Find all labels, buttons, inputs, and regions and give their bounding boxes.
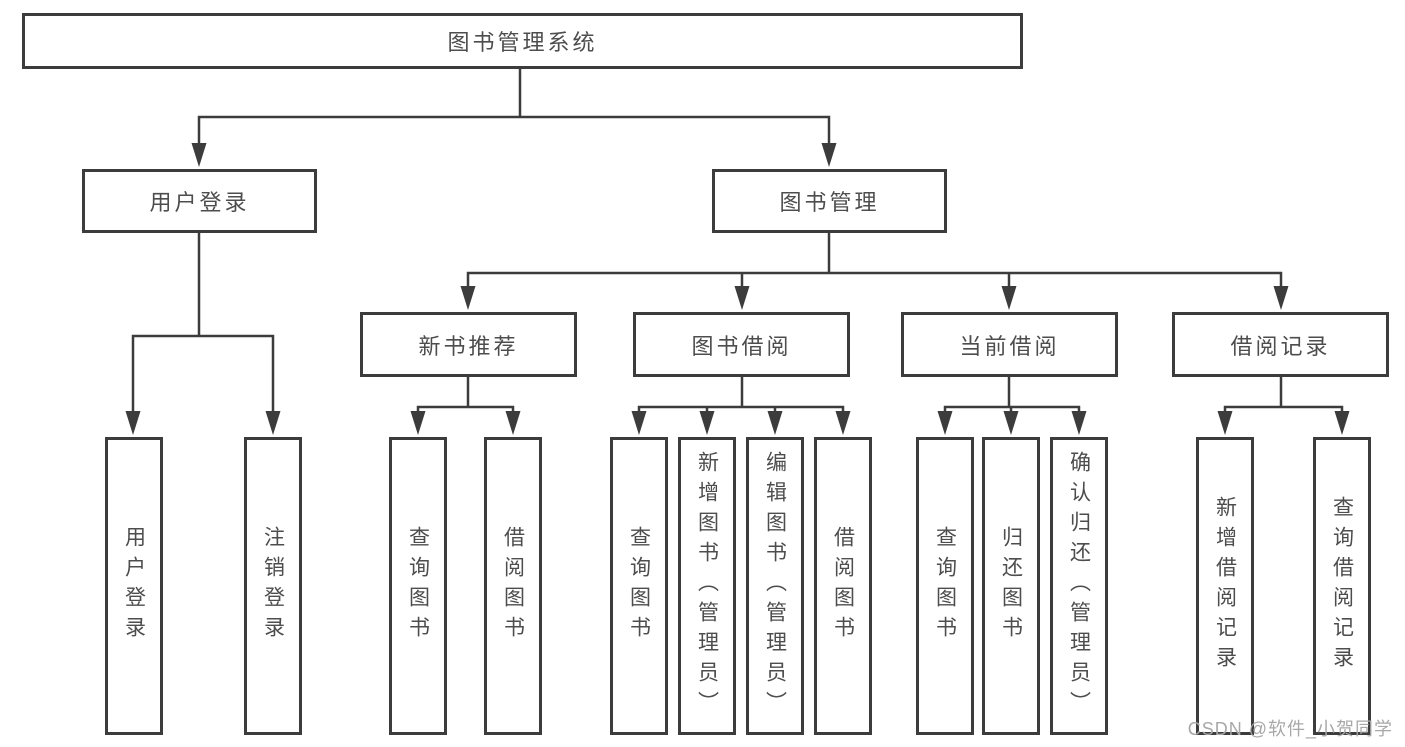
- node-current-borrow-label: 当前借阅: [959, 333, 1060, 359]
- connector-root: [191, 69, 837, 167]
- leaf-borrow-books-recommend-label: 借阅图书: [501, 526, 525, 646]
- leaf-logout-label: 注销登录: [261, 526, 285, 646]
- leaf-add-book-admin: 新增图书（管理员）: [678, 437, 736, 735]
- leaf-borrow-books-label: 借阅图书: [831, 526, 855, 646]
- leaf-confirm-return-admin: 确认归还（管理员）: [1050, 437, 1108, 735]
- leaf-query-books-current: 查询图书: [916, 437, 974, 735]
- node-new-book-recommend: 新书推荐: [360, 312, 577, 377]
- leaf-edit-book-admin: 编辑图书（管理员）: [746, 437, 804, 735]
- node-library-system-label: 图书管理系统: [447, 30, 598, 55]
- node-book-borrow: 图书借阅: [633, 312, 850, 377]
- connector-borrow-records: [1217, 377, 1350, 435]
- leaf-user-login-label: 用户登录: [122, 526, 146, 646]
- leaf-query-books-recommend-label: 查询图书: [406, 526, 430, 646]
- leaf-query-borrow-record: 查询借阅记录: [1313, 437, 1371, 735]
- node-new-book-recommend-label: 新书推荐: [418, 333, 519, 359]
- node-book-management: 图书管理: [712, 169, 947, 233]
- leaf-edit-book-admin-label: 编辑图书（管理员）: [763, 451, 787, 721]
- leaf-query-books-recommend: 查询图书: [389, 437, 447, 735]
- leaf-query-books-current-label: 查询图书: [933, 526, 957, 646]
- leaf-borrow-books: 借阅图书: [814, 437, 872, 735]
- leaf-add-borrow-record: 新增借阅记录: [1196, 437, 1254, 735]
- leaf-logout: 注销登录: [244, 437, 302, 735]
- csdn-watermark: CSDN @软件_小贺同学: [1187, 719, 1393, 739]
- connector-book-management: [460, 233, 1289, 310]
- node-book-management-label: 图书管理: [779, 190, 880, 215]
- leaf-confirm-return-admin-label: 确认归还（管理员）: [1067, 451, 1091, 721]
- node-current-borrow: 当前借阅: [901, 312, 1118, 377]
- leaf-query-borrow-record-label: 查询借阅记录: [1330, 496, 1354, 676]
- leaf-return-book: 归还图书: [982, 437, 1040, 735]
- node-user-login-label: 用户登录: [149, 190, 250, 215]
- node-book-borrow-label: 图书借阅: [691, 333, 792, 359]
- leaf-return-book-label: 归还图书: [999, 526, 1023, 646]
- leaf-user-login: 用户登录: [105, 437, 163, 735]
- leaf-add-book-admin-label: 新增图书（管理员）: [695, 451, 719, 721]
- node-borrow-records-label: 借阅记录: [1230, 333, 1331, 359]
- connector-book-borrow: [631, 377, 851, 435]
- node-borrow-records: 借阅记录: [1172, 312, 1389, 377]
- node-library-system: 图书管理系统: [22, 13, 1023, 69]
- leaf-add-borrow-record-label: 新增借阅记录: [1213, 496, 1237, 676]
- connector-new-book-recommend: [410, 377, 521, 435]
- connector-user-login: [125, 233, 281, 435]
- node-user-login: 用户登录: [82, 169, 317, 233]
- connector-current-borrow: [937, 377, 1087, 435]
- leaf-query-books-borrow-label: 查询图书: [627, 526, 651, 646]
- leaf-query-books-borrow: 查询图书: [610, 437, 668, 735]
- leaf-borrow-books-recommend: 借阅图书: [484, 437, 542, 735]
